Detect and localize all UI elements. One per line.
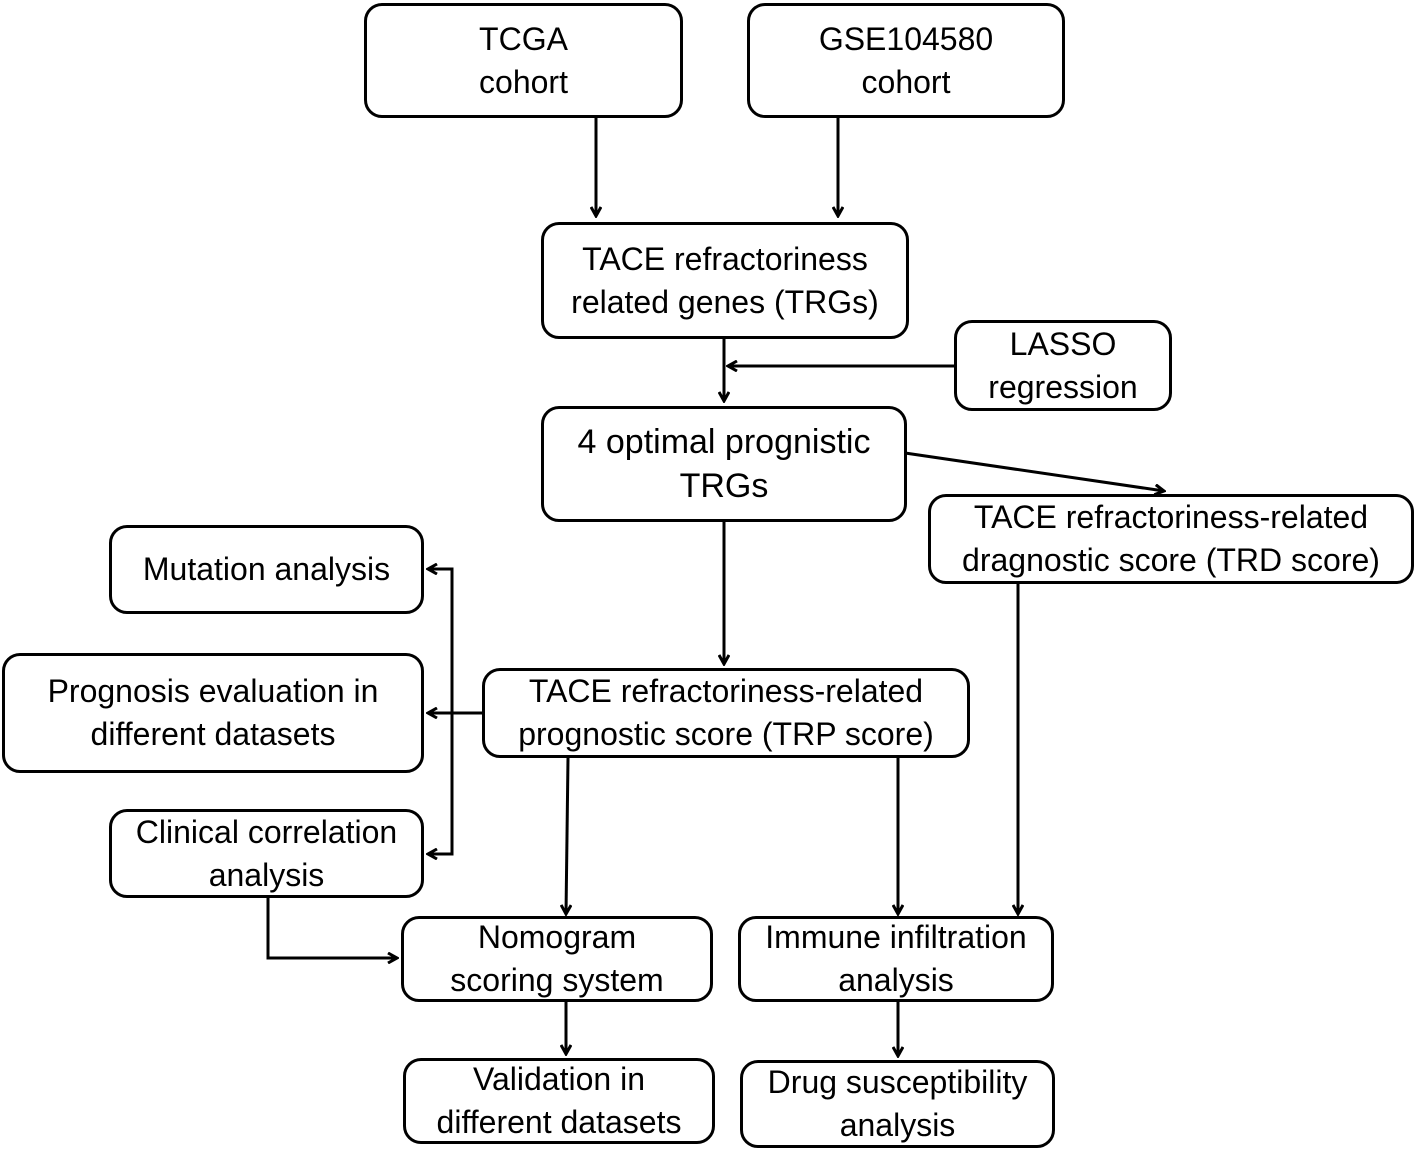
node-lasso-line1: LASSO [1009,325,1117,362]
node-optimal-line2: TRGs [679,467,769,505]
node-validation: Validation in different datasets [403,1058,715,1144]
node-nomogram-line1: Nomogram [477,919,637,955]
node-prognosis-line2: different datasets [90,716,336,752]
node-drug-line2: analysis [839,1107,956,1143]
node-clinical-line1: Clinical correlation [135,813,398,850]
node-prognosis-evaluation: Prognosis evaluation in different datase… [2,653,424,773]
node-trp-line1: TACE refractoriness-related [528,673,924,709]
node-lasso-regression: LASSO regression [954,320,1172,411]
node-optimal-trgs: 4 optimal prognistic TRGs [541,406,907,522]
node-trp-line2: prognostic score (TRP score) [518,716,934,752]
node-clinical-line2: analysis [208,856,325,893]
node-gse104580-cohort: GSE104580 cohort [747,3,1065,118]
node-nomogram-line2: scoring system [450,962,664,998]
node-immune-line1: Immune infiltration [765,919,1027,955]
node-mutation-analysis: Mutation analysis [109,525,424,614]
node-trp-score: TACE refractoriness-related prognostic s… [482,668,970,758]
node-tcga-line1: TCGA [479,20,568,57]
edge-trp-to-clinical [428,713,454,854]
node-immune-infiltration: Immune infiltration analysis [738,916,1054,1002]
edge-trp-to-nomogram [566,757,568,914]
node-gse-line1: GSE104580 [818,20,994,57]
node-drug-line1: Drug susceptibility [767,1064,1028,1100]
node-nomogram-scoring: Nomogram scoring system [401,916,713,1002]
node-trgs-line1: TACE refractoriness [582,240,868,277]
edge-optimal-to-trd [904,451,1164,491]
node-gse-line2: cohort [861,63,951,100]
node-trgs-line2: related genes (TRGs) [571,283,879,320]
edge-trp-to-mutation [428,569,454,713]
node-tcga-cohort: TCGA cohort [364,3,683,118]
node-optimal-line1: 4 optimal prognistic [577,423,871,461]
node-mutation-line1: Mutation analysis [142,551,391,587]
node-trd-line1: TACE refractoriness-related [973,499,1369,535]
node-trd-score: TACE refractoriness-related dragnostic s… [928,494,1414,584]
node-trgs: TACE refractoriness related genes (TRGs) [541,222,909,339]
node-clinical-correlation: Clinical correlation analysis [109,809,424,898]
node-immune-line2: analysis [838,962,954,998]
node-lasso-line2: regression [988,368,1138,405]
edge-clinical-to-nomogram [266,898,397,958]
node-validation-line1: Validation in [473,1061,645,1097]
node-tcga-line2: cohort [479,63,568,100]
node-trd-line2: dragnostic score (TRD score) [962,542,1380,578]
node-prognosis-line1: Prognosis evaluation in [47,673,379,709]
node-validation-line2: different datasets [436,1104,682,1140]
node-drug-susceptibility: Drug susceptibility analysis [740,1060,1055,1148]
